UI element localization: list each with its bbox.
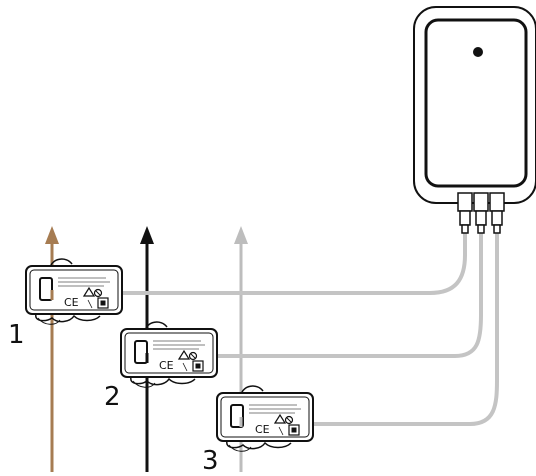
- smart-meter-hub-icon: [413, 6, 536, 234]
- clamp-2: [120, 321, 218, 389]
- clamp-3: [216, 385, 314, 453]
- clamp-3-label: 3: [202, 446, 219, 476]
- clamp-1-label: 1: [8, 320, 25, 350]
- clamp-1: [25, 258, 123, 326]
- sensor-cables: [118, 230, 499, 426]
- clamp-2-label: 2: [104, 382, 121, 412]
